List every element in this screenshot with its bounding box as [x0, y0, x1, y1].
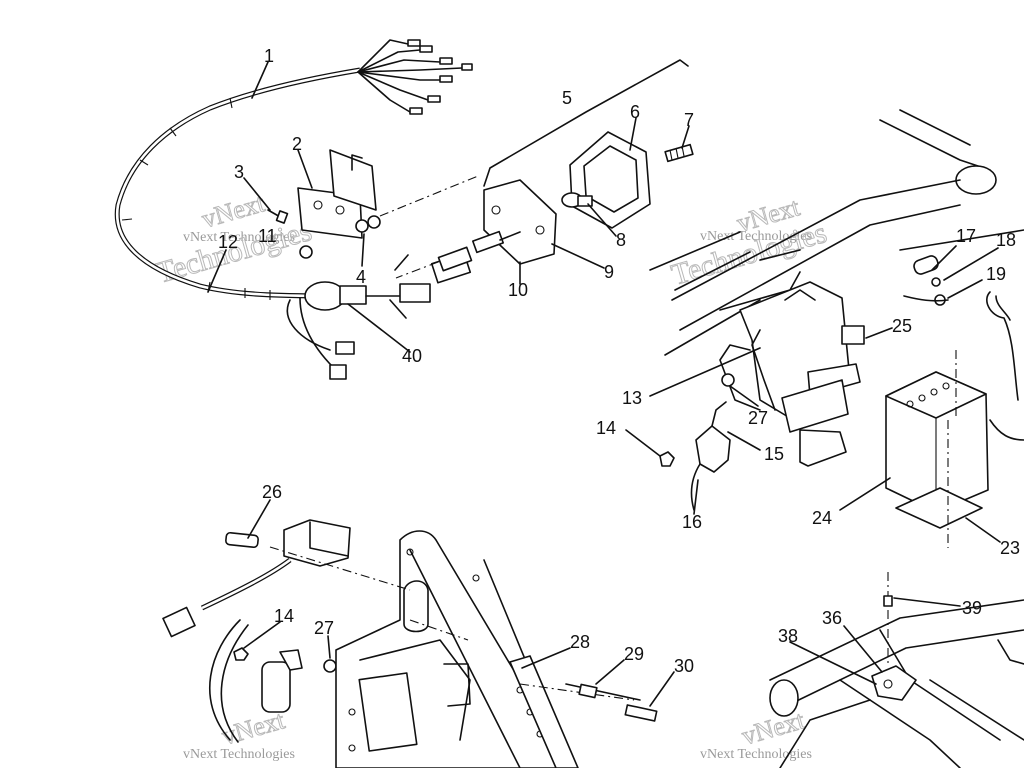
callout-39: 39	[962, 598, 982, 618]
bracket-2	[297, 149, 377, 239]
watermark-bottom-right: vNext Technologies vNext	[700, 705, 812, 762]
callout-8: 8	[616, 230, 626, 250]
screw-39	[883, 572, 893, 664]
callout-4: 4	[356, 267, 366, 287]
callout-11: 11	[258, 226, 277, 246]
watermark-right: vNext Technologies vNext Technologies	[667, 192, 830, 293]
callout-16: 16	[682, 512, 702, 532]
callout-30: 30	[674, 656, 694, 676]
callout-18: 18	[996, 230, 1016, 250]
callout-29: 29	[624, 644, 644, 664]
callout-14a: 14	[596, 418, 616, 438]
bolt-29	[565, 683, 641, 701]
screw-3	[267, 209, 289, 224]
washer-27a	[721, 373, 735, 387]
callout-40: 40	[402, 346, 422, 366]
tail-light-housing-6	[569, 131, 651, 229]
cdi-box-26	[225, 519, 351, 567]
watermark-large-top: vNext	[739, 705, 809, 751]
watermark-bottom-left: vNext Technologies vNext	[183, 705, 295, 762]
callout-17: 17	[956, 226, 976, 246]
watermark-small-text: vNext Technologies	[700, 747, 812, 762]
callout-19: 19	[986, 264, 1006, 284]
cable-19	[986, 291, 1024, 441]
bracket-36	[871, 665, 917, 701]
coil	[209, 619, 303, 743]
battery-box-13	[719, 281, 861, 467]
callout-27a: 27	[748, 408, 768, 428]
callout-2: 2	[292, 134, 302, 154]
bracket-line-5	[483, 59, 689, 187]
callout-36: 36	[822, 608, 842, 628]
bulb-8	[561, 192, 593, 208]
callout-25: 25	[892, 316, 912, 336]
callout-7: 7	[684, 110, 694, 130]
pad-25	[841, 325, 865, 345]
callout-23: 23	[1000, 538, 1020, 558]
part-11	[299, 245, 313, 259]
mount-plate	[335, 530, 579, 768]
watermark-small-text: vNext Technologies	[183, 230, 295, 245]
leader-lines	[207, 61, 1001, 707]
callout-27b: 27	[314, 618, 334, 638]
callout-9: 9	[604, 262, 614, 282]
callout-labels: 1 2 3 4 5 6 7 8 9 10 11 12 13 14 15 16 1…	[218, 46, 1020, 676]
callout-5: 5	[562, 88, 572, 108]
callout-6: 6	[630, 102, 640, 122]
watermark-small-text: vNext Technologies	[183, 747, 295, 762]
wiring-harness	[114, 39, 473, 380]
screw-7	[664, 143, 694, 163]
callout-1: 1	[264, 46, 274, 66]
connector-left	[162, 557, 292, 638]
callout-26: 26	[262, 482, 282, 502]
lens-10	[437, 179, 557, 272]
callout-38: 38	[778, 626, 798, 646]
callout-15: 15	[764, 444, 784, 464]
nut-14a	[659, 451, 675, 467]
callout-13: 13	[622, 388, 642, 408]
washer-27b	[323, 659, 337, 673]
cap-17	[913, 255, 939, 275]
callout-28: 28	[570, 632, 590, 652]
bolt-18	[903, 277, 949, 306]
clamp-15	[690, 401, 731, 511]
bolt-30	[624, 704, 658, 722]
nut-4	[355, 215, 381, 233]
battery-pad-23	[895, 487, 983, 529]
callout-3: 3	[234, 162, 244, 182]
battery-24	[885, 371, 989, 513]
frame-bottom-right	[769, 599, 1024, 768]
callout-14b: 14	[274, 606, 294, 626]
callout-12: 12	[218, 232, 238, 252]
callout-10: 10	[508, 280, 528, 300]
callout-24: 24	[812, 508, 832, 528]
